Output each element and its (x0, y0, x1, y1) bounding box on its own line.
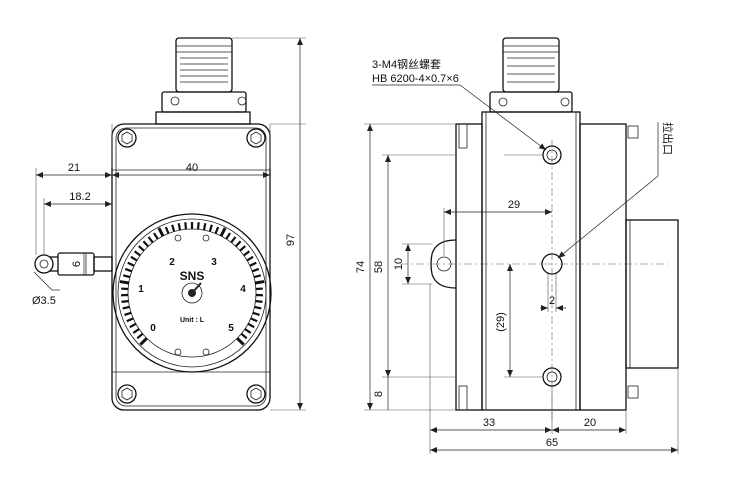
dial-tick (244, 328, 252, 334)
side-left-flange (430, 123, 483, 411)
dial-tick (230, 236, 237, 244)
front-dimensions: 21 40 18.2 97 6 Ø3.5 (32, 37, 306, 411)
dial-tick (219, 227, 227, 237)
dial-tick (243, 250, 251, 257)
outlet-callout: 拉出口 (557, 122, 675, 259)
side-dimensions: 74 58 10 8 29 (29) (355, 123, 679, 454)
dial-tick (254, 305, 262, 310)
dial-tick (153, 232, 159, 240)
dial-tick (236, 337, 245, 346)
dial-tick (124, 311, 132, 316)
dial-tick (124, 267, 133, 273)
dial-tick (122, 274, 131, 279)
side-right-plate (579, 123, 679, 411)
dial-tick (133, 250, 141, 257)
dial-number-0: 0 (150, 323, 156, 334)
dial-tick (130, 255, 138, 262)
callout-thread-line2: HB 6200-4×0.7×6 (372, 73, 459, 85)
dial-tick (252, 311, 260, 316)
front-screw-tr (246, 128, 266, 148)
dial-tick (246, 255, 254, 262)
dim-20: 20 (584, 417, 596, 429)
front-screw-br (246, 384, 266, 404)
dial-number-5: 5 (228, 323, 234, 334)
dim-6: 6 (71, 261, 83, 267)
dim-97: 97 (285, 234, 297, 246)
dial-tick (171, 224, 176, 232)
dim-29-vertical: (29) (495, 312, 507, 332)
dim-29-top: 29 (508, 199, 520, 211)
dial-tick (240, 332, 248, 340)
front-view: SNS Unit : L 0 1 2 3 4 5 21 40 (32, 37, 306, 411)
callout-thread-line1: 3-M4钢丝螺套 (372, 58, 441, 71)
dim-2: 2 (549, 295, 555, 307)
dial-tick (132, 328, 140, 334)
dial-tick (225, 232, 231, 240)
dim-33: 33 (483, 417, 495, 429)
dial-number-4: 4 (240, 284, 246, 295)
dial-number-1: 1 (138, 284, 144, 295)
dial-tick (247, 322, 255, 329)
dim-58: 58 (373, 261, 385, 273)
dial-gauge: SNS Unit : L 0 1 2 3 4 5 (112, 213, 272, 373)
dial-tick (121, 299, 129, 303)
dial-tick (122, 305, 130, 310)
dial-tick (251, 267, 260, 273)
dial-tick (255, 299, 263, 303)
dial-tick (147, 236, 154, 244)
dial-tick (164, 226, 170, 234)
dial-tick (253, 274, 262, 279)
front-screw-bl (117, 384, 137, 404)
dial-tick (142, 240, 149, 248)
dial-tick (239, 245, 246, 252)
dial-tick (138, 245, 145, 252)
dim-74: 74 (355, 261, 367, 273)
dial-unit: Unit : L (180, 317, 205, 324)
dial-number-2: 2 (169, 257, 175, 268)
dial-tick (127, 261, 135, 267)
thread-callout: 3-M4钢丝螺套 HB 6200-4×0.7×6 (372, 58, 547, 151)
side-connector (489, 37, 573, 113)
dial-tick (208, 224, 213, 232)
dim-65: 65 (546, 437, 558, 449)
dim-18-2: 18.2 (69, 191, 90, 203)
dim-21: 21 (68, 162, 80, 174)
front-screw-tl (117, 128, 137, 148)
dial-tick (157, 227, 165, 237)
dial-tick (235, 240, 242, 248)
dial-tick (139, 337, 148, 346)
side-body (481, 111, 581, 411)
dial-tick (136, 332, 144, 340)
front-connector (155, 37, 251, 125)
dial-tick (126, 317, 134, 323)
dial-tick (196, 222, 200, 230)
dial-tick (249, 261, 257, 267)
dial-number-3: 3 (211, 257, 217, 268)
dim-8: 8 (373, 391, 385, 397)
dial-tick (119, 280, 130, 285)
dial-tick (129, 322, 137, 329)
dim-dia-3-5: Ø3.5 (32, 295, 56, 307)
dial-tick (250, 317, 258, 323)
dim-10: 10 (393, 258, 405, 270)
dial-tick (177, 223, 182, 231)
dial-tick (184, 222, 188, 230)
dial-brand: SNS (180, 269, 205, 283)
dial-tick (214, 226, 220, 234)
dial-tick (254, 280, 265, 285)
callout-outlet: 拉出口 (661, 122, 675, 155)
dial-tick-ring (119, 222, 265, 346)
side-view: 3-M4钢丝螺套 HB 6200-4×0.7×6 拉出口 74 58 (355, 37, 679, 454)
dial-tick (202, 223, 207, 231)
dim-40: 40 (186, 162, 198, 174)
